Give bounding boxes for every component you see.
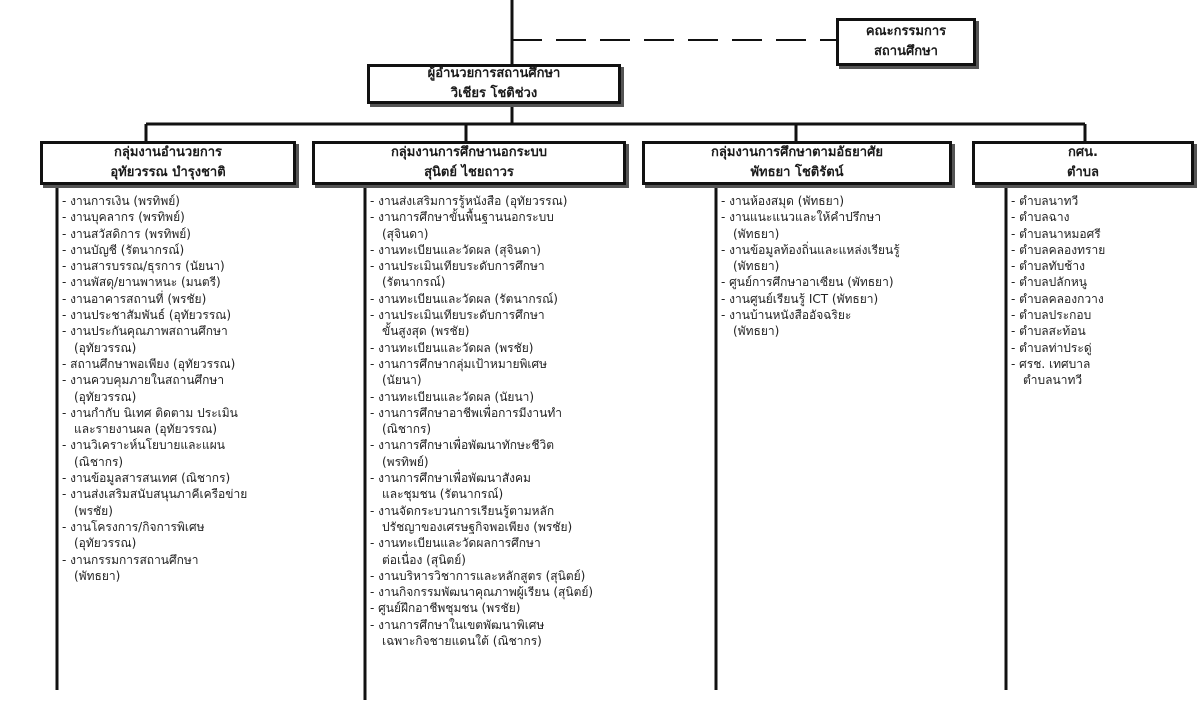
task-item: งานแนะแนวและให้คำปรึกษา xyxy=(721,209,1001,225)
task-item: งานการศึกษาในเขตพัฒนาพิเศษ xyxy=(370,617,706,633)
task-item: งานทะเบียนและวัดผลการศึกษา xyxy=(370,535,706,551)
group-box-nonformal-education: กลุ่มงานการศึกษานอกระบบ สุนิตย์ ไชยถาวร xyxy=(312,141,626,185)
nonformal-task-list: งานส่งเสริมการรู้หนังสือ (อุทัยวรรณ)งานก… xyxy=(370,193,706,649)
task-item: ตำบลทับช้าง xyxy=(1011,258,1193,274)
task-item: ตำบลท่าประดู่ xyxy=(1011,340,1193,356)
task-item: งานประเมินเทียบระดับการศึกษา xyxy=(370,307,706,323)
group-box-administration: กลุ่มงานอำนวยการ อุทัยวรรณ บำรุงชาติ xyxy=(40,141,296,185)
director-box: ผู้อำนวยการสถานศึกษา วิเชียร โชติช่วง xyxy=(367,64,621,104)
task-item: งานประเมินเทียบระดับการศึกษา xyxy=(370,258,706,274)
task-item: งานสารบรรณ/ธุรการ (นัยนา) xyxy=(62,258,354,274)
task-item: งานศูนย์เรียนรู้ ICT (พัทธยา) xyxy=(721,291,1001,307)
group-box-subdistrict-centers: กศน. ตำบล xyxy=(972,141,1194,185)
group-head-name: พัทธยา โชติรัตน์ xyxy=(750,165,844,180)
task-item: (อุทัยวรรณ) xyxy=(74,389,137,404)
task-item: งานทะเบียนและวัดผล (นัยนา) xyxy=(370,389,706,405)
group-box-informal-education: กลุ่มงานการศึกษาตามอัธยาศัย พัทธยา โชติร… xyxy=(642,141,952,185)
task-item: งานทะเบียนและวัดผล (พรชัย) xyxy=(370,340,706,356)
task-item: (อุทัยวรรณ) xyxy=(74,536,137,551)
task-item: งานการศึกษาอาชีพเพื่อการมีงานทำ xyxy=(370,405,706,421)
group-head-name: สุนิตย์ ไชยถาวร xyxy=(424,165,514,180)
task-item: ตำบลคลองทราย xyxy=(1011,242,1193,258)
task-item: ปรัชญาของเศรษฐกิจพอเพียง (พรชัย) xyxy=(382,519,573,534)
group-head-name: อุทัยวรรณ บำรุงชาติ xyxy=(110,165,226,180)
task-item: งานการศึกษาเพื่อพัฒนาสังคม xyxy=(370,470,706,486)
group-head-name: ตำบล xyxy=(1067,165,1099,180)
task-item: เฉพาะกิจชายแดนใต้ (ณิชากร) xyxy=(382,634,542,649)
task-item: (อุทัยวรรณ) xyxy=(74,340,137,355)
task-item: ตำบลนาหมอศรี xyxy=(1011,226,1193,242)
task-item: งานประชาสัมพันธ์ (อุทัยวรรณ) xyxy=(62,307,354,323)
task-item: ต่อเนื่อง (สุนิตย์) xyxy=(382,552,466,567)
task-item: สถานศึกษาพอเพียง (อุทัยวรรณ) xyxy=(62,356,354,372)
task-item: ตำบลสะท้อน xyxy=(1011,323,1193,339)
task-item: งานส่งเสริมสนับสนุนภาคีเครือข่าย xyxy=(62,486,354,502)
group-title: กลุ่มงานอำนวยการ xyxy=(113,145,222,160)
task-item: ตำบลนาทวี xyxy=(1011,193,1193,209)
task-item: งานจัดกระบวนการเรียนรู้ตามหลัก xyxy=(370,503,706,519)
task-item: งานพัสดุ/ยานพาหนะ (มนตรี) xyxy=(62,274,354,290)
task-item: งานข้อมูลท้องถิ่นและแหล่งเรียนรู้ xyxy=(721,242,1001,258)
task-item: (พัทธยา) xyxy=(733,226,780,241)
task-item: (ณิชากร) xyxy=(382,422,432,437)
task-item: งานกำกับ นิเทศ ติดตาม ประเมิน xyxy=(62,405,354,421)
task-item: (พัทธยา) xyxy=(74,568,121,583)
committee-line2: สถานศึกษา xyxy=(874,44,938,59)
task-item: งานบุคลากร (พรทิพย์) xyxy=(62,209,354,225)
task-item: ศรช. เทศบาล xyxy=(1011,356,1193,372)
task-item: และชุมชน (รัตนากรณ์) xyxy=(382,487,504,502)
task-item: งานข้อมูลสารสนเทศ (ณิชากร) xyxy=(62,470,354,486)
task-item: (พัทธยา) xyxy=(733,259,780,274)
task-item: งานบัญชี (รัตนากรณ์) xyxy=(62,242,354,258)
committee-box: คณะกรรมการ สถานศึกษา xyxy=(836,18,976,66)
subdistrict-center-list: ตำบลนาทวีตำบลฉางตำบลนาหมอศรีตำบลคลองทราย… xyxy=(1011,193,1193,389)
task-item: งานโครงการ/กิจการพิเศษ xyxy=(62,519,354,535)
director-title: ผู้อำนวยการสถานศึกษา xyxy=(427,66,561,81)
group-title: กศน. xyxy=(1068,145,1098,160)
task-item: ตำบลฉาง xyxy=(1011,209,1193,225)
task-item: (ณิชากร) xyxy=(74,454,124,469)
informal-task-list: งานห้องสมุด (พัทธยา)งานแนะแนวและให้คำปรึ… xyxy=(721,193,1001,340)
task-item: งานห้องสมุด (พัทธยา) xyxy=(721,193,1001,209)
task-item: งานทะเบียนและวัดผล (สุจินดา) xyxy=(370,242,706,258)
task-item: งานสวัสดิการ (พรทิพย์) xyxy=(62,226,354,242)
task-item: ตำบลคลองกวาง xyxy=(1011,291,1193,307)
group-title: กลุ่มงานการศึกษานอกระบบ xyxy=(390,145,548,160)
task-item: งานควบคุมภายในสถานศึกษา xyxy=(62,372,354,388)
task-item: งานวิเคราะห์นโยบายและแผน xyxy=(62,437,354,453)
task-item: งานการศึกษากลุ่มเป้าหมายพิเศษ xyxy=(370,356,706,372)
committee-line1: คณะกรรมการ xyxy=(865,24,947,39)
task-item: (นัยนา) xyxy=(382,373,422,388)
task-item: (พรชัย) xyxy=(74,503,113,518)
administration-task-list: งานการเงิน (พรทิพย์)งานบุคลากร (พรทิพย์)… xyxy=(62,193,354,584)
task-item: ตำบลนาทวี xyxy=(1023,373,1083,388)
task-item: ตำบลปลักหนู xyxy=(1011,274,1193,290)
task-item: ขั้นสูงสุด (พรชัย) xyxy=(382,324,470,339)
task-item: งานบ้านหนังสืออัจฉริยะ xyxy=(721,307,1001,323)
task-item: งานการศึกษาขั้นพื้นฐานนอกระบบ xyxy=(370,209,706,225)
director-name: วิเชียร โชติช่วง xyxy=(450,86,538,101)
task-item: งานการศึกษาเพื่อพัฒนาทักษะชีวิต xyxy=(370,437,706,453)
task-item: งานกรรมการสถานศึกษา xyxy=(62,552,354,568)
task-item: ศูนย์ฝึกอาชีพชุมชน (พรชัย) xyxy=(370,600,706,616)
task-item: งานบริหารวิชาการและหลักสูตร (สุนิตย์) xyxy=(370,568,706,584)
task-item: (พรทิพย์) xyxy=(382,454,429,469)
task-item: งานทะเบียนและวัดผล (รัตนากรณ์) xyxy=(370,291,706,307)
task-item: (พัทธยา) xyxy=(733,324,780,339)
group-title: กลุ่มงานการศึกษาตามอัธยาศัย xyxy=(711,145,883,160)
task-item: งานส่งเสริมการรู้หนังสือ (อุทัยวรรณ) xyxy=(370,193,706,209)
task-item: และรายงานผล (อุทัยวรรณ) xyxy=(74,422,218,437)
task-item: (รัตนากรณ์) xyxy=(382,275,446,290)
task-item: งานอาคารสถานที่ (พรชัย) xyxy=(62,291,354,307)
task-item: ศูนย์การศึกษาอาเซียน (พัทธยา) xyxy=(721,274,1001,290)
task-item: งานการเงิน (พรทิพย์) xyxy=(62,193,354,209)
task-item: (สุจินดา) xyxy=(382,226,429,241)
task-item: งานประกันคุณภาพสถานศึกษา xyxy=(62,323,354,339)
task-item: ตำบลประกอบ xyxy=(1011,307,1193,323)
task-item: งานกิจกรรมพัฒนาคุณภาพผู้เรียน (สุนิตย์) xyxy=(370,584,706,600)
